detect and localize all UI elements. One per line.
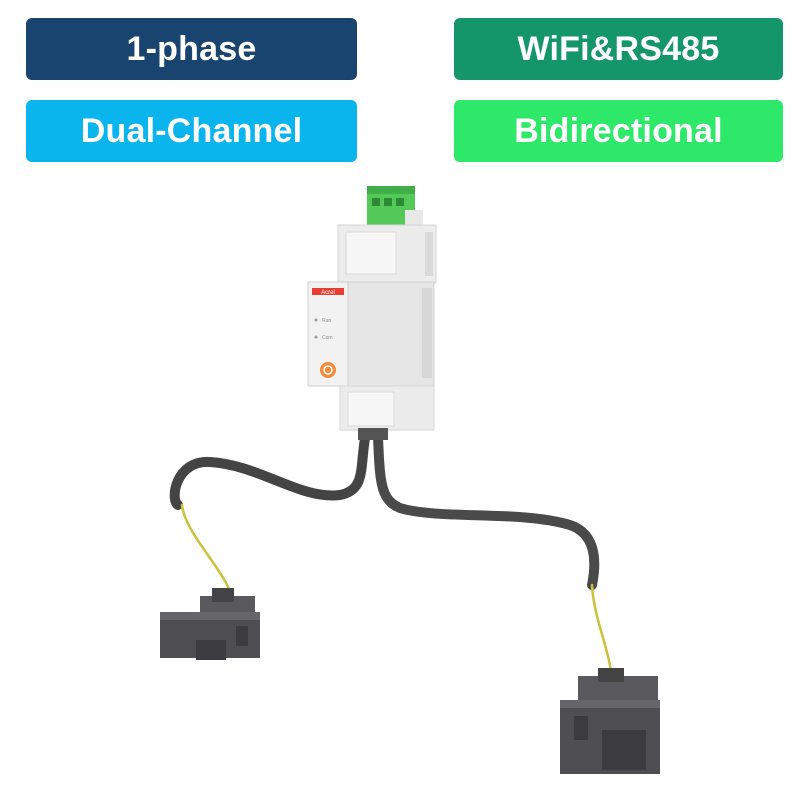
badge-wifi-rs485: WiFi&RS485 [454,18,783,80]
com-indicator-label: Com [322,335,333,341]
current-transformer-left [160,588,260,660]
brand-text: Acrel [321,290,335,296]
reset-button [320,362,336,378]
badge-bidirectional: Bidirectional [454,100,783,162]
meter-device: Acrel Run Com [307,186,437,440]
badge-1-phase: 1-phase [26,18,357,80]
run-indicator-label: Run [322,318,331,324]
brand-label [312,288,344,295]
badge-dual-channel: Dual-Channel [26,100,357,162]
current-transformer-right [560,668,660,774]
